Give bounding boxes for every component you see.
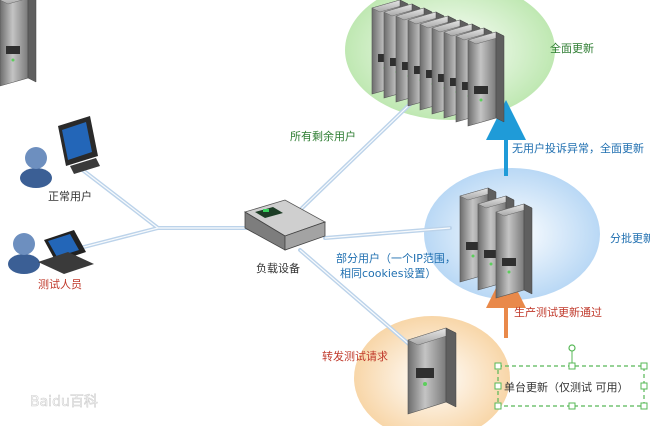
label-normal-user: 正常用户 bbox=[48, 189, 92, 203]
label-batch-update: 分批更新 bbox=[610, 231, 650, 245]
label-partial-users-2: 相同cookies设置） bbox=[340, 267, 436, 280]
user-laptop-icon bbox=[8, 230, 94, 274]
user-desktop-icon bbox=[20, 116, 100, 188]
selection-frame bbox=[494, 344, 648, 410]
server-icon bbox=[407, 327, 457, 415]
label-load-balancer: 负载设备 bbox=[256, 261, 300, 275]
label-full-update: 全面更新 bbox=[550, 41, 594, 55]
watermark: Baidu百科 bbox=[30, 394, 98, 410]
label-remaining-users: 所有剩余用户 bbox=[290, 129, 356, 143]
label-tester: 测试人员 bbox=[38, 278, 82, 291]
server-rack-cluster-icon bbox=[0, 0, 505, 127]
label-no-complaint: 无用户投诉异常，全面更新 bbox=[512, 141, 644, 155]
label-forward-test: 转发测试请求 bbox=[322, 349, 388, 363]
label-single-update: 单台更新（仅测试 可用） bbox=[504, 380, 629, 394]
label-prod-test-pass: 生产测试更新通过 bbox=[514, 305, 602, 319]
label-partial-users-1: 部分用户（一个IP范围， bbox=[336, 251, 456, 265]
load-balancer-icon bbox=[244, 199, 326, 251]
